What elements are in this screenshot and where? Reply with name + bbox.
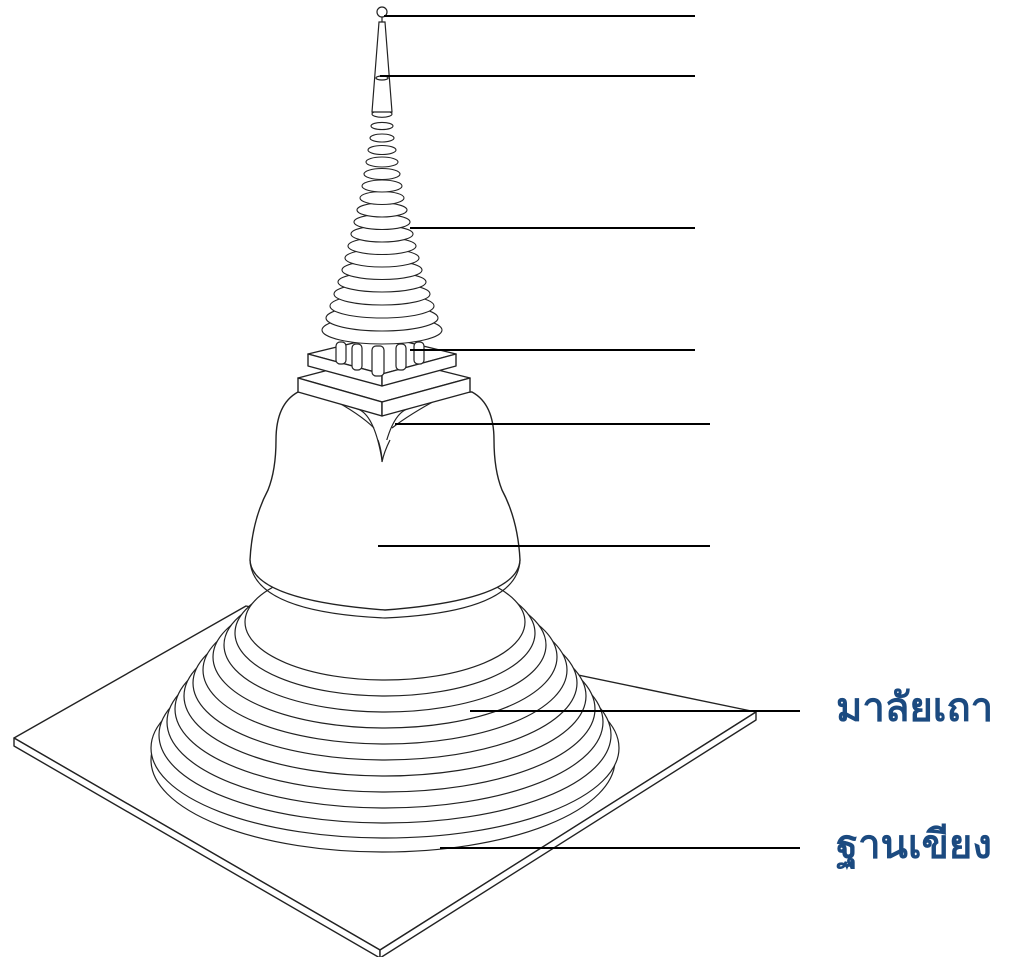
label-malai-thao: มาลัยเถา [836,688,993,728]
spire-top [372,7,392,112]
label-than-khiang: ฐานเขียง [836,825,992,865]
